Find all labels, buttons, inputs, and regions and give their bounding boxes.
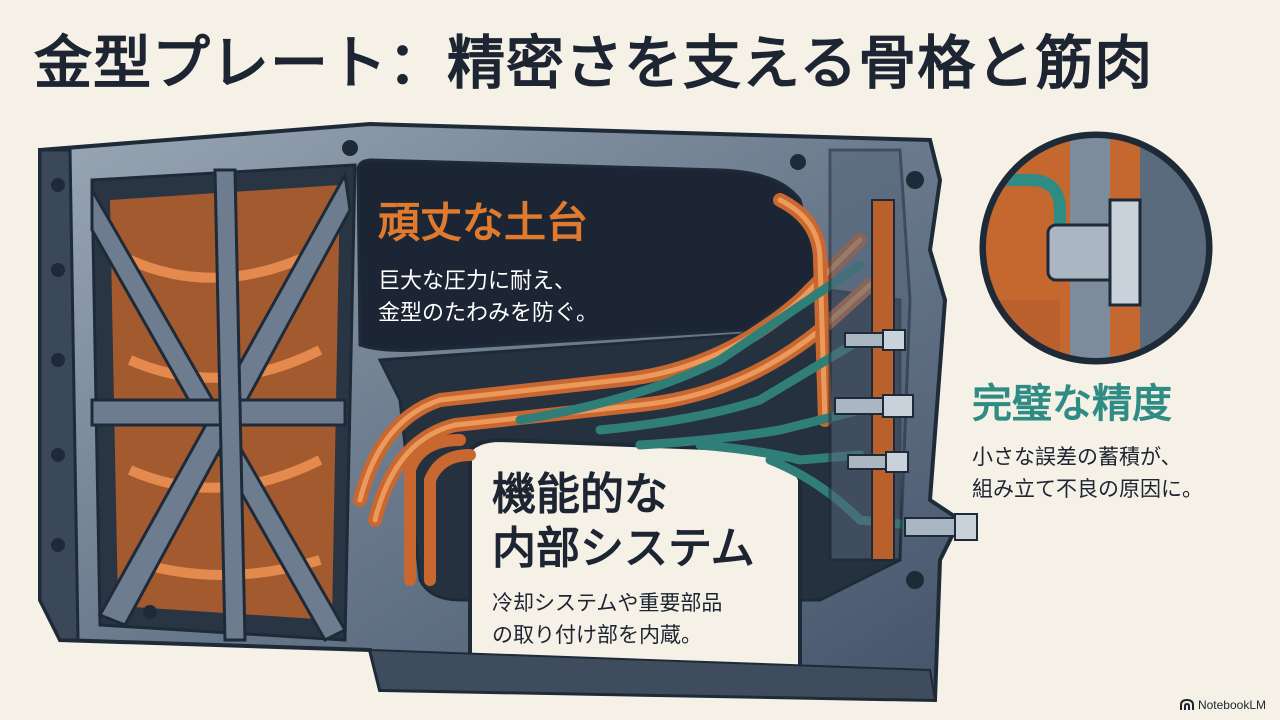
internal-heading-line-1: 機能的な [492,469,668,520]
notebooklm-logo-icon [1179,699,1194,710]
precision-line-2: 組み立て不良の原因に。 [972,477,1203,501]
plate-right-block [828,148,912,562]
watermark-text: NotebookLM [1197,698,1266,712]
plate-left-edge [38,148,80,642]
precision-heading: 完璧な精度 [972,381,1172,427]
teal-pipes [515,260,915,530]
connector-pins [834,329,978,541]
foundation-line-1: 巨大な圧力に耐え、 [378,269,577,294]
page-title: 金型プレート：精密さを支える骨格と筋肉 [34,29,1154,97]
foundation-line-2: 金型のたわみを防ぐ。 [378,301,599,326]
foundation-heading: 頑丈な土台 [378,198,589,247]
internal-line-1: 冷却システムや重要部品 [492,591,723,615]
internal-line-2: の取り付け部を内蔵。 [492,623,702,647]
copper-pipes [353,193,877,586]
foundation-panel [356,158,822,352]
magnifier-lens [979,131,1213,365]
precision-line-1: 小さな誤差の蓄積が、 [972,445,1182,469]
internal-heading-line-2: 内部システム [492,523,755,574]
watermark: NotebookLM [1179,698,1266,712]
